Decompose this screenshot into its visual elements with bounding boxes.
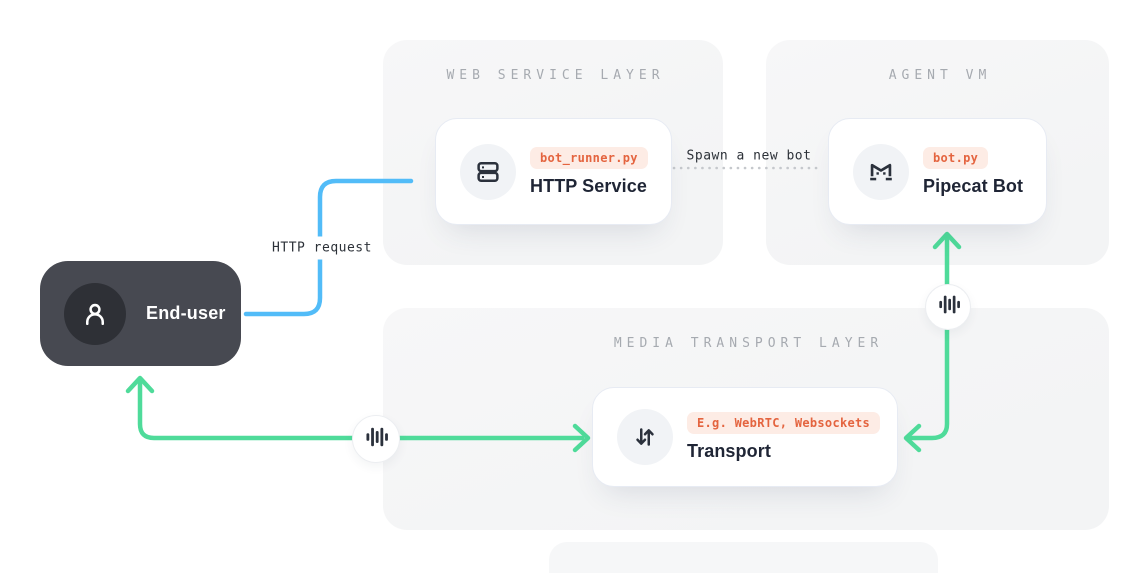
card-title: Pipecat Bot [923,175,1024,196]
audio-chip-transport-bot [925,284,971,330]
person-icon [64,282,126,345]
http-request-label: HTTP request [264,236,380,260]
panel-title: MEDIA TRANSPORT LAYER [613,336,884,351]
end-user-node: End-user [40,261,241,366]
card-title: Transport [687,441,771,461]
file-badge: bot_runner.py [530,146,648,169]
panel-title: WEB SERVICE LAYER [446,68,665,83]
waveform-icon [936,292,961,322]
spawn-bot-label: Spawn a new bot [686,148,812,164]
protocol-badge: E.g. WebRTC, Websockets [687,412,881,434]
pipecat-bot-card: bot.py Pipecat Bot [828,118,1047,225]
transport-card: E.g. WebRTC, Websockets Transport [592,387,898,487]
bottom-panel-stub [549,542,938,573]
card-title: HTTP Service [530,175,647,196]
end-user-label: End-user [146,303,226,323]
pipecat-cat-icon [853,143,909,200]
file-badge: bot.py [923,146,989,169]
server-icon [460,143,516,200]
waveform-icon [363,424,389,455]
panel-title: AGENT VM [888,68,992,83]
http-service-card: bot_runner.py HTTP Service [435,118,672,225]
transfer-arrows-icon [617,409,673,465]
audio-chip-user-transport [352,415,400,463]
arrowhead-up-end-user [125,375,155,394]
